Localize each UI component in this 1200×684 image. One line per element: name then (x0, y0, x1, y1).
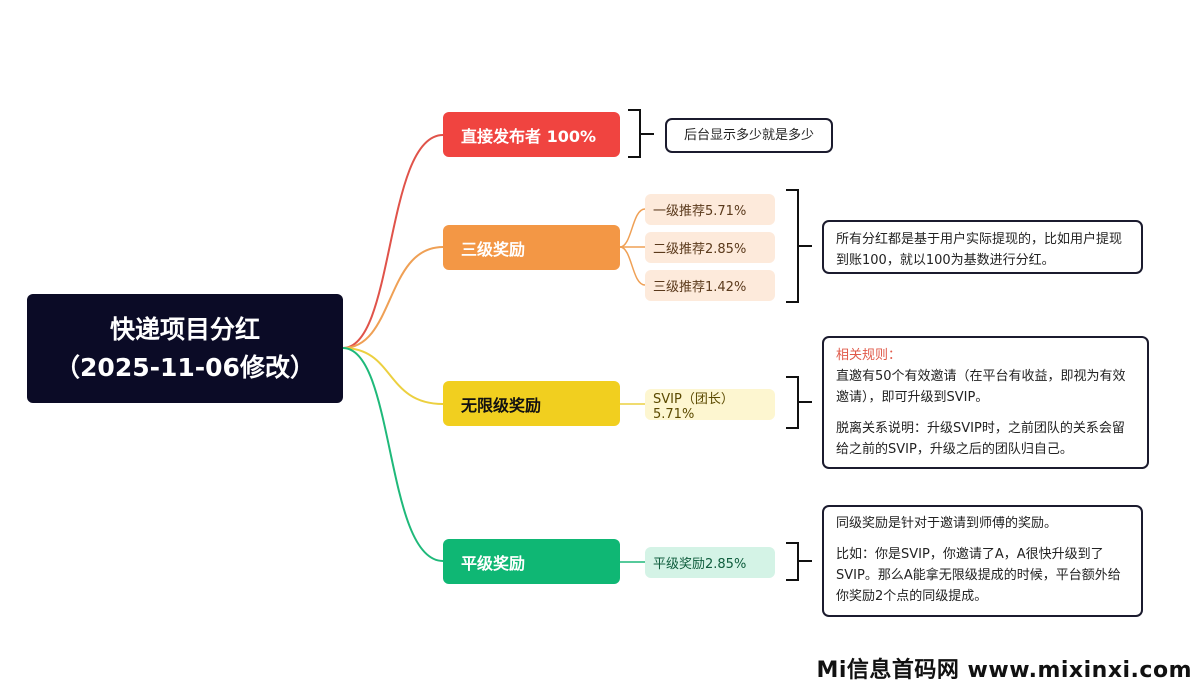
note-unlimited: 相关规则： 直邀有50个有效邀请（在平台有收益，即视为有效邀请），即可升级到SV… (822, 336, 1149, 469)
leaf-level1-referral: 一级推荐5.71% (645, 194, 775, 225)
note-direct-publisher: 后台显示多少就是多少 (665, 118, 833, 153)
note-peer-line1: 同级奖励是针对于邀请到师傅的奖励。 (836, 516, 1058, 531)
root-node: 快递项目分红 （2025-11-06修改） (27, 294, 343, 403)
note-peer-line2: 比如：你是SVIP，你邀请了A，A很快升级到了SVIP。那么A能拿无限级提成的时… (836, 547, 1121, 604)
note-three-level: 所有分红都是基于用户实际提现的，比如用户提现到账100，就以100为基数进行分红… (822, 220, 1143, 274)
branch-direct-publisher: 直接发布者 100% (443, 112, 620, 157)
note-unlimited-rule2: 脱离关系说明：升级SVIP时，之前团队的关系会留给之前的SVIP，升级之后的团队… (836, 421, 1125, 457)
branch-three-level-reward: 三级奖励 (443, 225, 620, 270)
connector-b2-leaf3 (619, 246, 646, 286)
leaf-level2-referral: 二级推荐2.85% (645, 232, 775, 263)
bracket-b2 (786, 189, 812, 303)
root-subtitle: （2025-11-06修改） (55, 353, 315, 382)
branch-unlimited-reward: 无限级奖励 (443, 381, 620, 426)
connector-root-b4 (342, 347, 444, 562)
note-unlimited-rule1: 直邀有50个有效邀请（在平台有收益，即视为有效邀请），即可升级到SVIP。 (836, 369, 1126, 405)
note-unlimited-heading: 相关规则： (836, 348, 902, 363)
connector-root-b1 (342, 134, 444, 349)
branch-peer-reward: 平级奖励 (443, 539, 620, 584)
connector-root-b3 (342, 347, 444, 405)
note-peer: 同级奖励是针对于邀请到师傅的奖励。 比如：你是SVIP，你邀请了A，A很快升级到… (822, 505, 1143, 617)
watermark: Mi信息首码网 www.mixinxi.com (816, 658, 1192, 683)
root-title: 快递项目分红 (109, 315, 260, 344)
connector-b2-leaf1 (619, 208, 646, 248)
bracket-b1 (628, 109, 654, 158)
bracket-b3 (786, 376, 812, 429)
connector-root-b2 (342, 246, 444, 349)
leaf-svip: SVIP（团长）5.71% (645, 389, 775, 422)
note-three-level-text: 所有分红都是基于用户实际提现的，比如用户提现到账100，就以100为基数进行分红… (836, 232, 1123, 268)
leaf-level3-referral: 三级推荐1.42% (645, 270, 775, 301)
leaf-peer: 平级奖励2.85% (645, 547, 775, 578)
bracket-b4 (786, 542, 812, 581)
